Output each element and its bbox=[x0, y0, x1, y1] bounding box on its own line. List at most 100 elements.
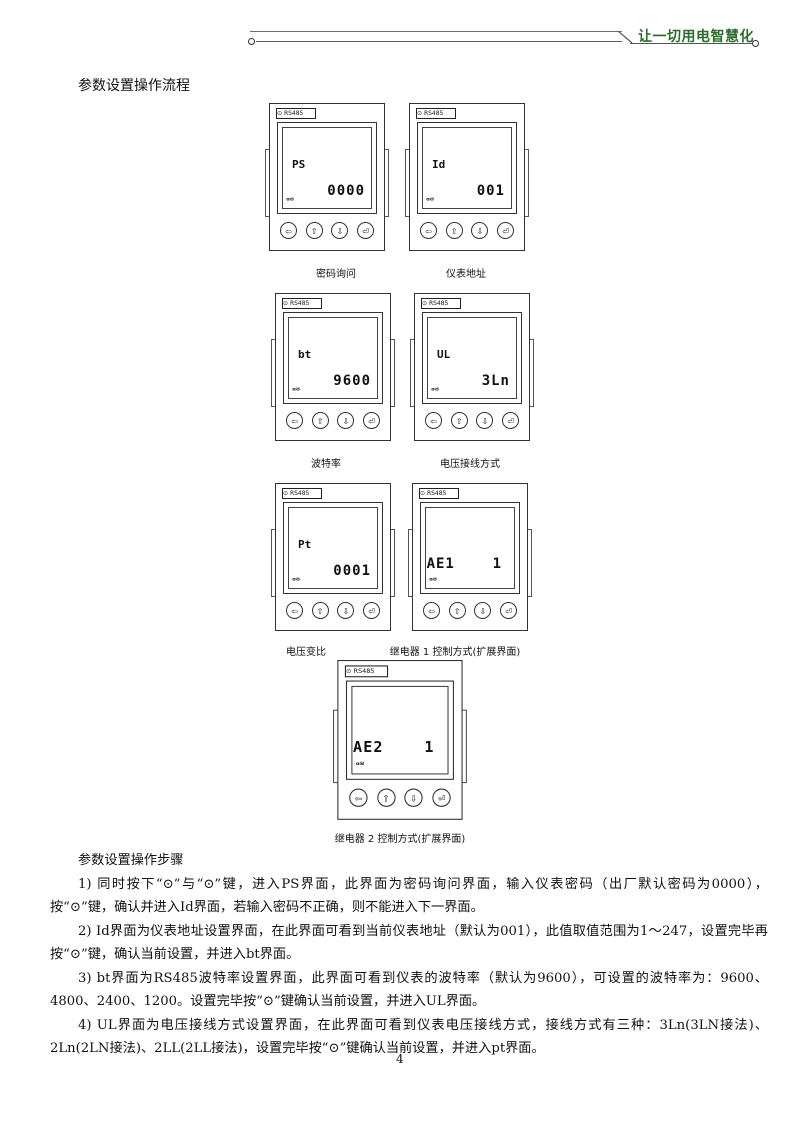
meter-diagram: ⊙ RS485 Pt 0001 ᵅᴽ ⇦ ⇧ ⇩ ⏎ bbox=[271, 483, 395, 631]
meter-screen: bt 9600 ᵅᴽ bbox=[288, 317, 378, 399]
section-title: 参数设置操作流程 bbox=[78, 78, 190, 94]
step-3: 3) bt界面为RS485波特率设置界面，此界面可看到仪表的波特率（默认为960… bbox=[50, 970, 768, 1010]
meter-screen-value: 0001 bbox=[333, 563, 371, 579]
meter-caption: 电压变比 bbox=[286, 647, 326, 658]
meter-up-button: ⇧ bbox=[450, 412, 468, 429]
steps-section: 参数设置操作步骤 1) 同时按下“⊙”与“⊙”键，进入PS界面，此界面为密码询问… bbox=[50, 849, 768, 1061]
meter-body: ⊙ RS485 bt 9600 ᵅᴽ ⇦ ⇧ ⇩ ⏎ bbox=[275, 293, 391, 441]
meter-down-button: ⇩ bbox=[404, 788, 423, 807]
communication-icon: ᵅᴽ bbox=[431, 386, 439, 395]
meter-enter-button: ⏎ bbox=[362, 602, 380, 619]
meter-display-frame: AE2 1 ᵅᴽ bbox=[345, 680, 454, 780]
header-rule-top bbox=[250, 31, 622, 32]
communication-icon: ᵅᴽ bbox=[292, 576, 300, 585]
meter-body: ⊙ RS485 Id 001 ᵅᴽ ⇦ ⇧ ⇩ ⏎ bbox=[409, 103, 525, 251]
header-rule-green bbox=[256, 41, 622, 42]
meter-screen-value: AE2 1 bbox=[353, 738, 435, 757]
meter-body: ⊙ RS485 AE2 1 ᵅᴽ ⇦ ⇧ ⇩ ⏎ bbox=[337, 660, 463, 820]
meter-enter-button: ⏎ bbox=[496, 222, 514, 239]
meter-up-button: ⇧ bbox=[376, 788, 396, 807]
meter-down-button: ⇩ bbox=[337, 602, 355, 619]
meter-up-button: ⇧ bbox=[311, 412, 329, 429]
meter-body: ⊙ RS485 PS 0000 ᵅᴽ ⇦ ⇧ ⇩ ⏎ bbox=[269, 103, 385, 251]
meter-screen-value: 0000 bbox=[327, 183, 365, 199]
meter-left-button: ⇦ bbox=[420, 222, 437, 239]
communication-icon: ᵅᴽ bbox=[286, 196, 294, 205]
meter-down-button: ⇩ bbox=[471, 222, 489, 239]
meter-body: ⊙ RS485 AE1 1 ᵅᴽ ⇦ ⇧ ⇩ ⏎ bbox=[412, 483, 528, 631]
meter-screen: Pt 0001 ᵅᴽ bbox=[288, 507, 378, 589]
meter-screen-label: Pt bbox=[298, 538, 312, 551]
step-2: 2) Id界面为仪表地址设置界面，在此界面可看到当前仪表地址（默认为001），此… bbox=[50, 923, 768, 963]
meter-caption: 继电器 1 控制方式(扩展界面) bbox=[389, 647, 521, 658]
meter-display-frame: UL 3Ln ᵅᴽ bbox=[422, 312, 522, 404]
communication-icon: ᵅᴽ bbox=[355, 760, 365, 771]
meter-display-frame: bt 9600 ᵅᴽ bbox=[283, 312, 383, 404]
meter-left-button: ⇦ bbox=[280, 222, 297, 239]
meter-enter-button: ⏎ bbox=[356, 222, 374, 239]
steps-title: 参数设置操作步骤 bbox=[78, 853, 184, 868]
meter-diagram: ⊙ RS485 bt 9600 ᵅᴽ ⇦ ⇧ ⇩ ⏎ bbox=[271, 293, 395, 441]
page-number: 4 bbox=[396, 1052, 404, 1066]
communication-icon: ᵅᴽ bbox=[292, 386, 300, 395]
meter-up-button: ⇧ bbox=[311, 602, 329, 619]
meter-left-button: ⇦ bbox=[425, 412, 442, 429]
meter-screen: Id 001 ᵅᴽ bbox=[422, 127, 512, 209]
meter-down-button: ⇩ bbox=[337, 412, 355, 429]
meter-diagram: ⊙ RS485 UL 3Ln ᵅᴽ ⇦⇧⇩⏎ bbox=[410, 293, 534, 441]
meter-caption: 电压接线方式 bbox=[440, 459, 500, 470]
meter-caption: 密码询问 bbox=[316, 269, 356, 280]
header-dot-right-icon bbox=[752, 40, 759, 47]
communication-icon: ᵅᴽ bbox=[426, 196, 434, 205]
meter-screen-value: 001 bbox=[476, 183, 505, 199]
header-dot-left-icon bbox=[248, 38, 255, 45]
meter-brand-logo: ⊙ RS485 bbox=[421, 298, 461, 309]
meter-diagram: ⊙ RS485 PS 0000 ᵅᴽ ⇦ ⇧ ⇩ ⏎ bbox=[265, 103, 389, 251]
meter-display-frame: PS 0000 ᵅᴽ bbox=[277, 122, 377, 214]
meter-screen: PS 0000 ᵅᴽ bbox=[282, 127, 372, 209]
meter-display-frame: Id 001 ᵅᴽ bbox=[417, 122, 517, 214]
meter-down-button: ⇩ bbox=[476, 412, 494, 429]
meter-enter-button: ⏎ bbox=[432, 788, 451, 807]
meter-down-button: ⇩ bbox=[331, 222, 349, 239]
step-1: 1) 同时按下“⊙”与“⊙”键，进入PS界面，此界面为密码询问界面，输入仪表密码… bbox=[50, 876, 768, 916]
meter-screen-label: Id bbox=[432, 158, 446, 171]
meter-screen-label: bt bbox=[298, 348, 312, 361]
meter-caption: 继电器 2 控制方式(扩展界面) bbox=[334, 834, 466, 845]
communication-icon: ᵅᴽ bbox=[429, 576, 437, 585]
meter-screen-value: AE1 1 bbox=[426, 556, 502, 572]
step-4: 4) UL界面为电压接线方式设置界面，在此界面可看到仪表电压接线方式，接线方式有… bbox=[50, 1017, 768, 1057]
meter-screen: AE2 1 ᵅᴽ bbox=[351, 685, 449, 775]
meter-down-button: ⇩ bbox=[474, 602, 492, 619]
meter-body: ⊙ RS485 Pt 0001 ᵅᴽ ⇦ ⇧ ⇩ ⏎ bbox=[275, 483, 391, 631]
meter-brand-logo: ⊙ RS485 bbox=[282, 488, 322, 499]
header-rule-right bbox=[630, 43, 752, 44]
meter-brand-logo: ⊙ RS485 bbox=[344, 665, 389, 678]
meter-left-button: ⇦ bbox=[286, 412, 303, 429]
meter-body: ⊙ RS485 UL 3Ln ᵅᴽ ⇦⇧⇩⏎ bbox=[414, 293, 530, 441]
meter-enter-button: ⏎ bbox=[499, 602, 517, 619]
meter-brand-logo: ⊙ RS485 bbox=[419, 488, 459, 499]
meter-caption: 波特率 bbox=[311, 459, 341, 470]
meter-up-button: ⇧ bbox=[305, 222, 323, 239]
meter-display-frame: Pt 0001 ᵅᴽ bbox=[283, 502, 383, 594]
meter-brand-logo: ⊙ RS485 bbox=[282, 298, 322, 309]
meter-diagram: ⊙ RS485 AE2 1 ᵅᴽ ⇦ ⇧ ⇩ ⏎ bbox=[333, 660, 467, 820]
meter-diagram: ⊙ RS485 Id 001 ᵅᴽ ⇦ ⇧ ⇩ ⏎ bbox=[405, 103, 529, 251]
meter-brand-logo: ⊙ RS485 bbox=[416, 108, 456, 119]
meter-left-button: ⇦ bbox=[423, 602, 440, 619]
header-rule-bend bbox=[618, 31, 633, 43]
meter-left-button: ⇦ bbox=[286, 602, 303, 619]
meter-screen-value: 3Ln bbox=[481, 373, 510, 389]
meter-enter-button: ⏎ bbox=[362, 412, 380, 429]
meter-screen: AE1 1 ᵅᴽ bbox=[425, 507, 515, 589]
meter-screen-value: 9600 bbox=[333, 373, 371, 389]
meter-left-button: ⇦ bbox=[349, 788, 368, 807]
meter-up-button: ⇧ bbox=[448, 602, 466, 619]
meter-up-button: ⇧ bbox=[445, 222, 463, 239]
meter-screen-label: PS bbox=[292, 158, 306, 171]
header-slogan: 让一切用电智慧化 bbox=[638, 29, 754, 45]
meter-brand-logo: ⊙ RS485 bbox=[276, 108, 316, 119]
meter-display-frame: AE1 1 ᵅᴽ bbox=[420, 502, 520, 594]
